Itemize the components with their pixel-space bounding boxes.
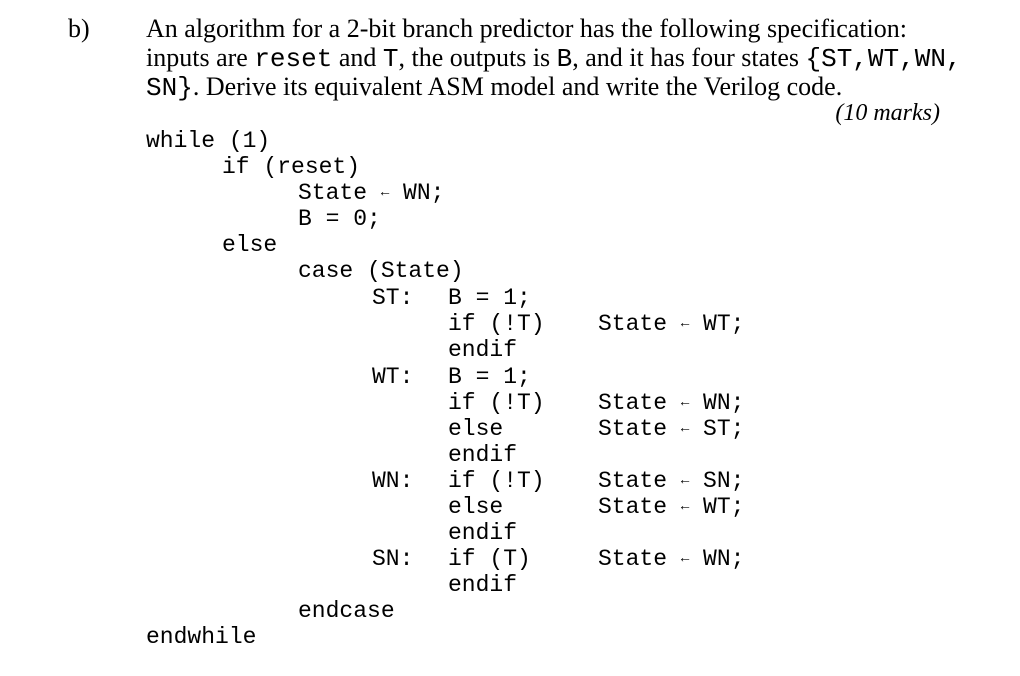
case-label-wt: WT:	[372, 364, 414, 390]
assign-arrow-icon: ←	[680, 421, 690, 437]
assign-arrow-icon: ←	[680, 395, 690, 411]
code-sn-if-action: State ← WN;	[598, 546, 744, 572]
output-b: B	[556, 44, 573, 74]
code-wt-b1: B = 1;	[448, 364, 531, 390]
question-line-1: An algorithm for a 2-bit branch predicto…	[146, 14, 907, 43]
code-endwhile: endwhile	[146, 624, 257, 650]
question-text: , and it has four states	[572, 43, 806, 72]
state-set: SN}	[146, 73, 193, 103]
question-text: . Derive its equivalent ASM model and wr…	[192, 72, 843, 101]
state-set: {ST,WT,WN,	[805, 44, 962, 74]
code-token: WT;	[703, 311, 745, 338]
assign-arrow-icon: ←	[680, 499, 690, 515]
code-token: State	[598, 494, 668, 521]
code-state-assign: State ← WN;	[298, 180, 444, 206]
question-text: , the outputs is	[398, 43, 557, 72]
case-label-st: ST:	[372, 285, 414, 311]
code-b-zero: B = 0;	[298, 206, 381, 232]
marks-label: (10 marks)	[835, 100, 940, 126]
code-while: while (1)	[146, 128, 271, 154]
code-token: State	[598, 311, 668, 338]
code-endcase: endcase	[298, 598, 395, 624]
code-wt-if-action: State ← WN;	[598, 390, 744, 416]
code-token: State	[298, 180, 368, 207]
code-case: case (State)	[298, 258, 464, 284]
question-line-3: SN}. Derive its equivalent ASM model and…	[146, 72, 842, 103]
assign-arrow-icon: ←	[680, 473, 690, 489]
code-token: State	[598, 416, 668, 443]
case-label-sn: SN:	[372, 546, 414, 572]
code-token: SN;	[703, 468, 745, 495]
code-token: WT;	[703, 494, 745, 521]
code-token: ST;	[703, 416, 745, 443]
code-wn-if: if (!T)	[448, 468, 545, 494]
case-label-wn: WN:	[372, 468, 414, 494]
assign-arrow-icon: ←	[680, 316, 690, 332]
code-wt-else-action: State ← ST;	[598, 416, 744, 442]
code-sn-if: if (T)	[448, 546, 531, 572]
code-wt-if: if (!T)	[448, 390, 545, 416]
code-token: WN;	[703, 390, 745, 417]
code-st-b1: B = 1;	[448, 285, 531, 311]
question-label: b)	[68, 14, 90, 43]
assign-arrow-icon: ←	[380, 185, 390, 201]
code-else: else	[222, 232, 278, 258]
code-token: State	[598, 468, 668, 495]
code-st-endif: endif	[448, 337, 518, 363]
question-line-2: inputs are reset and T, the outputs is B…	[146, 43, 962, 74]
input-t: T	[382, 44, 399, 74]
input-reset: reset	[254, 44, 333, 74]
code-st-if: if (!T)	[448, 311, 545, 337]
code-token: State	[598, 390, 668, 417]
code-wn-else-action: State ← WT;	[598, 494, 744, 520]
code-token: WN;	[403, 180, 445, 207]
code-wn-if-action: State ← SN;	[598, 468, 744, 494]
code-token: WN;	[703, 546, 745, 573]
question-text: inputs are	[146, 43, 255, 72]
code-sn-endif: endif	[448, 572, 518, 598]
question-text: and	[332, 43, 383, 72]
code-wn-else: else	[448, 494, 504, 520]
code-wt-else: else	[448, 416, 504, 442]
code-if-reset: if (reset)	[222, 154, 361, 180]
code-wt-endif: endif	[448, 442, 518, 468]
code-wn-endif: endif	[448, 520, 518, 546]
assign-arrow-icon: ←	[680, 551, 690, 567]
code-st-if-action: State ← WT;	[598, 311, 744, 337]
code-token: State	[598, 546, 668, 573]
